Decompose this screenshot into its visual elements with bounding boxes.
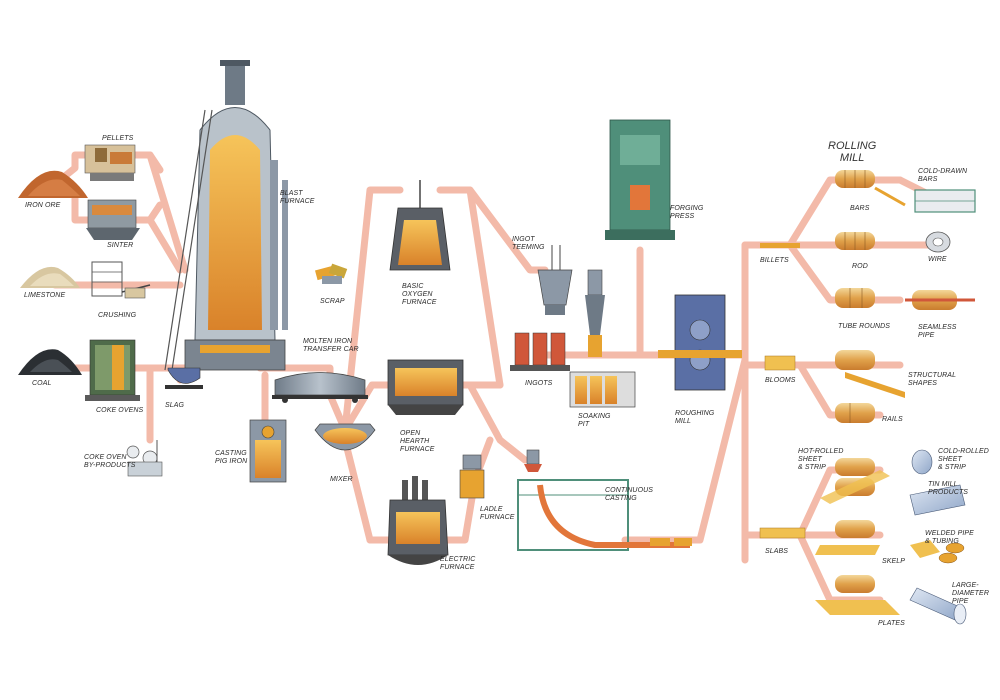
label-coke-ovens: COKE OVENS xyxy=(96,407,144,414)
flow-mixer-down xyxy=(341,436,374,544)
coal-pile xyxy=(18,349,82,375)
label-tube-rounds: TUBE ROUNDS xyxy=(838,323,891,330)
flow-pellets-bf xyxy=(146,216,184,274)
label-rails: RAILS xyxy=(882,416,903,423)
hot-strip-rolls xyxy=(820,458,890,504)
label-seamless-pipe: SEAMLESS PIPE xyxy=(918,324,957,339)
label-welded-pipe-tubing: WELDED PIPE & TUBING xyxy=(925,530,974,545)
billets-stock xyxy=(760,243,800,248)
label-skelp: SKELP xyxy=(882,558,906,565)
label-plates: PLATES xyxy=(878,620,905,627)
flow-furnace-col-left xyxy=(341,186,404,434)
flow-x-down xyxy=(466,381,529,464)
tin-mill-sheets xyxy=(909,484,966,516)
label-structural-shapes: STRUCTURAL SHAPES xyxy=(908,372,957,387)
plates-rolls xyxy=(815,575,900,615)
label-scrap: SCRAP xyxy=(320,298,345,305)
welded-pipe-tubes xyxy=(910,540,965,564)
label-blooms: BLOOMS xyxy=(765,377,796,384)
ladle-tundish xyxy=(524,449,542,472)
open-hearth-furnace xyxy=(387,359,464,415)
roughing-mill xyxy=(658,294,742,391)
ingot-molds xyxy=(510,332,570,371)
sinter-plant xyxy=(86,199,140,240)
coke-byproducts-plant xyxy=(126,440,163,477)
label-bars: BARS xyxy=(850,205,870,212)
label-hot-rolled-sheet-strip: HOT-ROLLED SHEET & STRIP xyxy=(798,448,844,471)
label-slabs: SLABS xyxy=(765,548,789,555)
ingot-teeming-crane xyxy=(537,245,573,315)
skelp-rolls xyxy=(815,520,880,555)
label-mixer: MIXER xyxy=(330,476,353,483)
label-crushing: CRUSHING xyxy=(98,312,137,319)
ladle-furnace xyxy=(459,454,485,499)
label-limestone: LIMESTONE xyxy=(24,292,66,299)
label-pellets: PELLETS xyxy=(102,135,134,142)
wire-coil xyxy=(925,231,951,253)
flow-elec-ladle xyxy=(436,476,479,544)
label-continuous-casting: CONTINUOUS CASTING xyxy=(605,487,654,502)
label-slag: SLAG xyxy=(165,402,185,409)
label-electric-furnace: ELECTRIC FURNACE xyxy=(440,556,476,571)
flow-tube-branch xyxy=(786,241,904,304)
label-coke-byproducts: COKE OVEN BY-PRODUCTS xyxy=(84,454,136,469)
flow-sinter-bf xyxy=(146,151,189,274)
label-wire: WIRE xyxy=(928,256,947,263)
limestone-pile xyxy=(20,266,80,288)
label-cold-drawn-bars: COLD-DRAWN BARS xyxy=(918,168,968,183)
large-diameter-pipe xyxy=(909,587,967,625)
rolling-mill-title: ROLLING MILL xyxy=(828,140,877,164)
label-molten-iron-transfer-car: MOLTEN IRON TRANSFER CAR xyxy=(303,338,359,353)
label-soaking-pit: SOAKING PIT xyxy=(578,413,611,428)
label-cold-rolled-sheet-strip: COLD-ROLLED SHEET & STRIP xyxy=(938,448,989,471)
blast-furnace xyxy=(164,60,288,371)
structural-shapes-rolls xyxy=(835,350,905,398)
iron-ore-pile xyxy=(18,170,88,198)
cold-drawn-bars-machine xyxy=(914,189,976,213)
seamless-pipe-rolls xyxy=(905,290,975,310)
label-casting-pig-iron: CASTING PIG IRON xyxy=(215,450,248,465)
slag-car xyxy=(165,367,203,389)
tube-rounds-rolls xyxy=(835,288,875,308)
electric-furnace xyxy=(387,476,449,565)
label-coal: COAL xyxy=(32,380,52,387)
rod-rolls xyxy=(835,232,875,250)
label-ladle-furnace: LADLE FURNACE xyxy=(480,506,515,521)
label-billets: BILLETS xyxy=(760,257,789,264)
crushing-plant xyxy=(91,261,151,299)
continuous-caster xyxy=(517,479,692,551)
label-roughing-mill: ROUGHING MILL xyxy=(675,410,715,425)
bars-rolls xyxy=(835,170,906,207)
ingot-tongs-crane xyxy=(585,269,605,357)
forging-press xyxy=(605,119,675,240)
label-forging-press: FORGING PRESS xyxy=(670,205,704,220)
scrap-pile xyxy=(315,263,348,284)
cold-rolled-coil xyxy=(911,449,933,475)
label-blast-furnace: BLAST FURNACE xyxy=(280,190,315,205)
soaking-pit xyxy=(569,371,636,408)
pig-iron-caster xyxy=(249,419,287,483)
mixer-vessel xyxy=(314,423,376,451)
label-basic-oxygen-furnace: BASIC OXYGEN FURNACE xyxy=(402,283,437,306)
label-large-diameter-pipe: LARGE- DIAMETER PIPE xyxy=(952,582,989,605)
label-ingot-teeming: INGOT TEEMING xyxy=(512,236,545,251)
pellets-plant xyxy=(84,144,136,181)
label-iron-ore: IRON ORE xyxy=(25,202,61,209)
transfer-car xyxy=(272,372,368,403)
flow-furnace-col-mid xyxy=(341,381,399,434)
label-open-hearth-furnace: OPEN HEARTH FURNACE xyxy=(400,430,435,453)
coke-ovens xyxy=(85,339,140,401)
label-tin-mill-products: TIN MILL PRODUCTS xyxy=(928,481,969,496)
basic-oxygen-furnace xyxy=(389,180,451,271)
slabs-stock xyxy=(759,527,806,539)
blooms-stock xyxy=(764,355,796,371)
label-rod: ROD xyxy=(852,263,868,270)
label-ingots: INGOTS xyxy=(525,380,553,387)
label-sinter: SINTER xyxy=(107,242,134,249)
rails-rolls xyxy=(835,403,875,423)
